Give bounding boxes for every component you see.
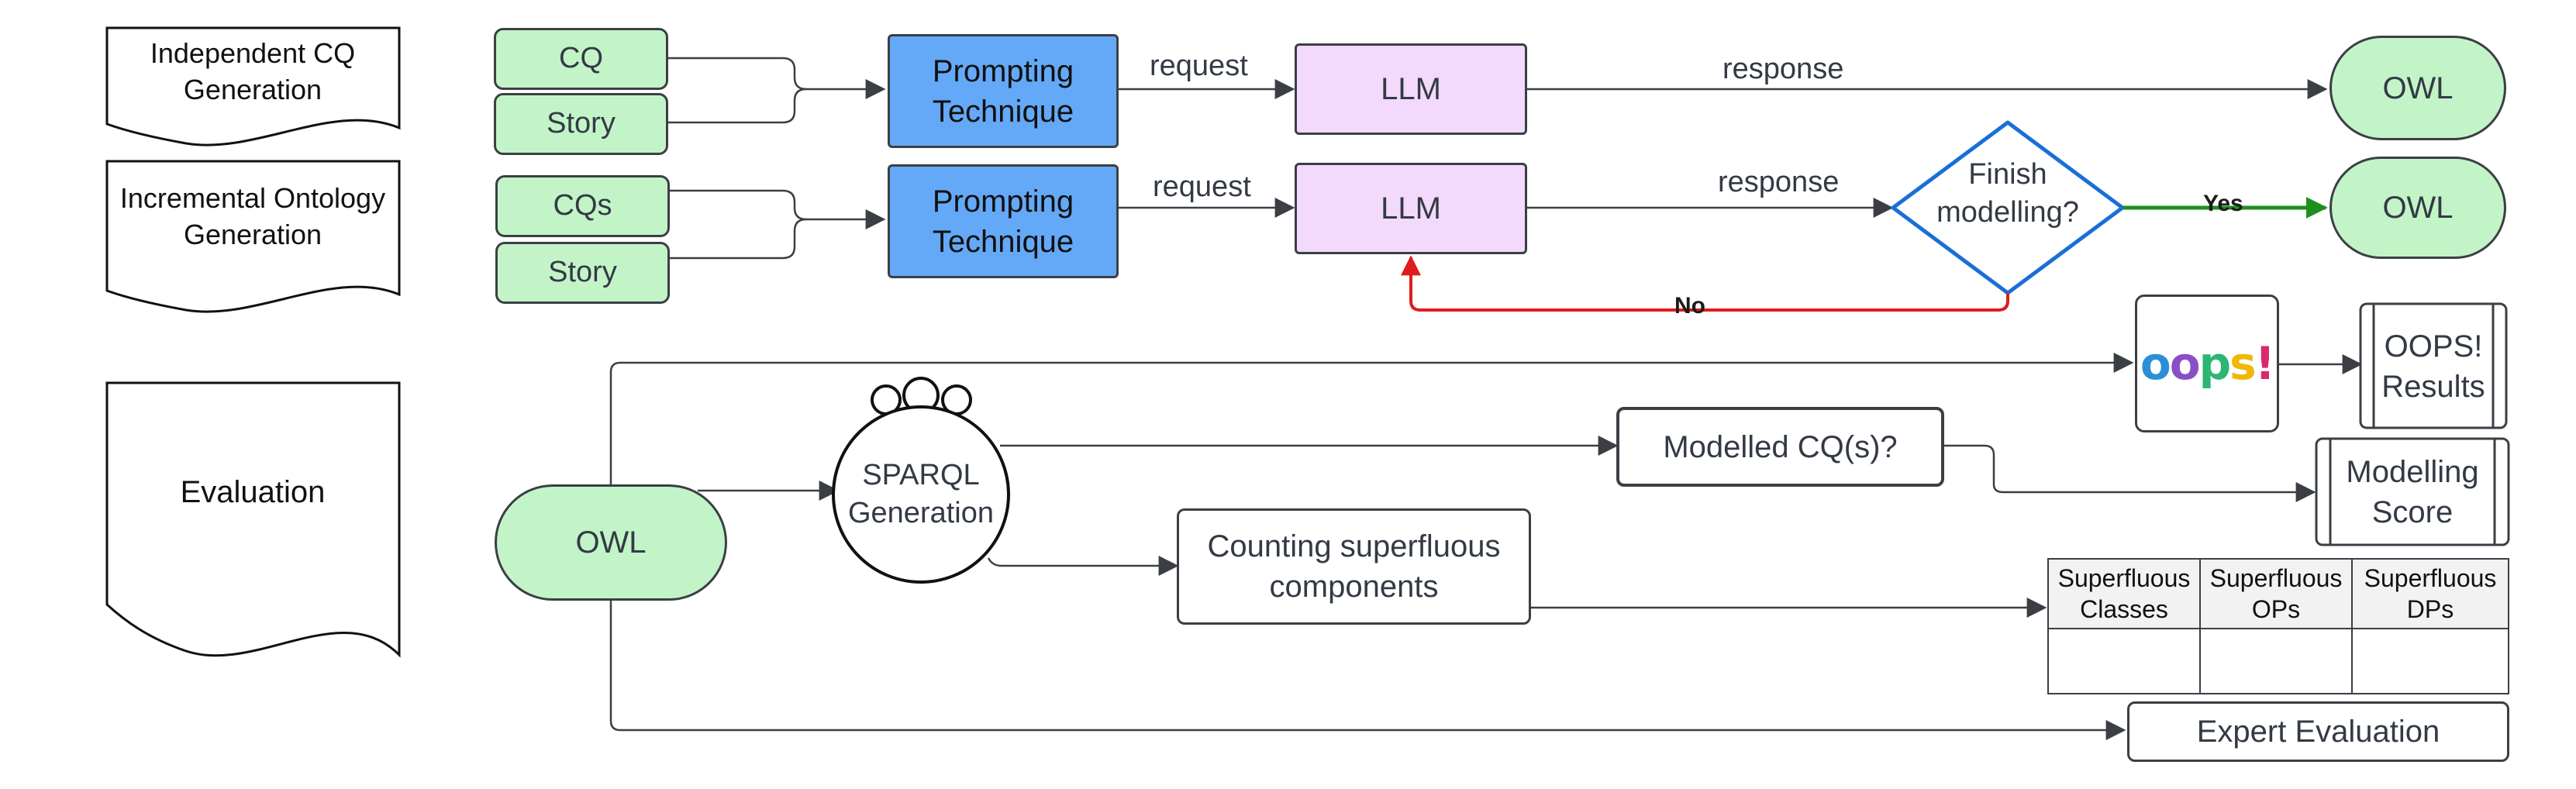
oops-results-label: OOPS! Results bbox=[2381, 329, 2485, 404]
sparql-generation-label: SPARQL Generation bbox=[847, 458, 994, 529]
evaluation-connectors bbox=[609, 353, 2363, 740]
owl-output: OWL bbox=[2329, 157, 2506, 259]
llm-box: LLM bbox=[1295, 163, 1527, 254]
request-label: request bbox=[1153, 171, 1251, 203]
table-cell bbox=[2047, 628, 2202, 694]
header-dps: Superfluous DPs bbox=[2364, 564, 2497, 623]
llm-box: LLM bbox=[1295, 43, 1527, 135]
row1-connectors bbox=[668, 57, 2328, 124]
oops-logo-text: oops! bbox=[2140, 337, 2275, 390]
response-label: response bbox=[1718, 166, 1840, 198]
prompting-technique-box: Prompting Technique bbox=[888, 164, 1119, 278]
modelled-cqs-box: Modelled CQ(s)? bbox=[1616, 407, 1944, 487]
doc-shape-independent bbox=[105, 26, 401, 146]
cqs-input: CQs bbox=[495, 175, 670, 237]
table-header-row: Superfluous Classes Superfluous OPs Supe… bbox=[2047, 558, 2509, 629]
table-row bbox=[2047, 628, 2509, 694]
story-input: Story bbox=[495, 242, 670, 304]
sparql-circle bbox=[832, 405, 1010, 584]
header-classes: Superfluous Classes bbox=[2057, 564, 2191, 623]
modelling-score-label: Modelling Score bbox=[2346, 455, 2479, 529]
prompting-technique-box: Prompting Technique bbox=[888, 34, 1119, 148]
table-cell bbox=[2199, 628, 2354, 694]
no-label: No bbox=[1674, 293, 1705, 319]
modelling-score-shape bbox=[2315, 437, 2510, 546]
superfluous-table: Superfluous Classes Superfluous OPs Supe… bbox=[2047, 558, 2509, 694]
doc-shape-incremental bbox=[105, 160, 401, 313]
table-cell bbox=[2351, 628, 2509, 694]
counting-superfluous-box: Counting superfluous components bbox=[1177, 508, 1531, 625]
yes-label: Yes bbox=[2203, 191, 2243, 216]
response-label: response bbox=[1723, 53, 1844, 85]
table-header-cell: Superfluous OPs bbox=[2199, 558, 2354, 629]
table-header-cell: Superfluous Classes bbox=[2047, 558, 2202, 629]
expert-evaluation-box: Expert Evaluation bbox=[2127, 701, 2509, 762]
story-input: Story bbox=[494, 93, 668, 155]
request-label: request bbox=[1150, 50, 1248, 82]
decision-label: Finish modelling? bbox=[1936, 157, 2079, 229]
people-group-icon bbox=[871, 377, 972, 415]
row2-connectors bbox=[670, 189, 1894, 260]
doc-evaluation-label: Evaluation bbox=[180, 475, 326, 509]
cq-input: CQ bbox=[494, 28, 668, 90]
header-ops: Superfluous OPs bbox=[2209, 564, 2343, 623]
owl-output: OWL bbox=[2329, 36, 2506, 140]
doc-independent-label: Independent CQ Generation bbox=[150, 37, 356, 105]
owl-input: OWL bbox=[495, 484, 727, 601]
oops-logo: oops! bbox=[2135, 295, 2279, 432]
no-arrow bbox=[1401, 255, 2009, 312]
table-header-cell: Superfluous DPs bbox=[2351, 558, 2509, 629]
doc-shape-evaluation bbox=[105, 381, 401, 658]
doc-incremental-label: Incremental Ontology Generation bbox=[119, 182, 386, 250]
oops-results-shape bbox=[2359, 302, 2508, 429]
